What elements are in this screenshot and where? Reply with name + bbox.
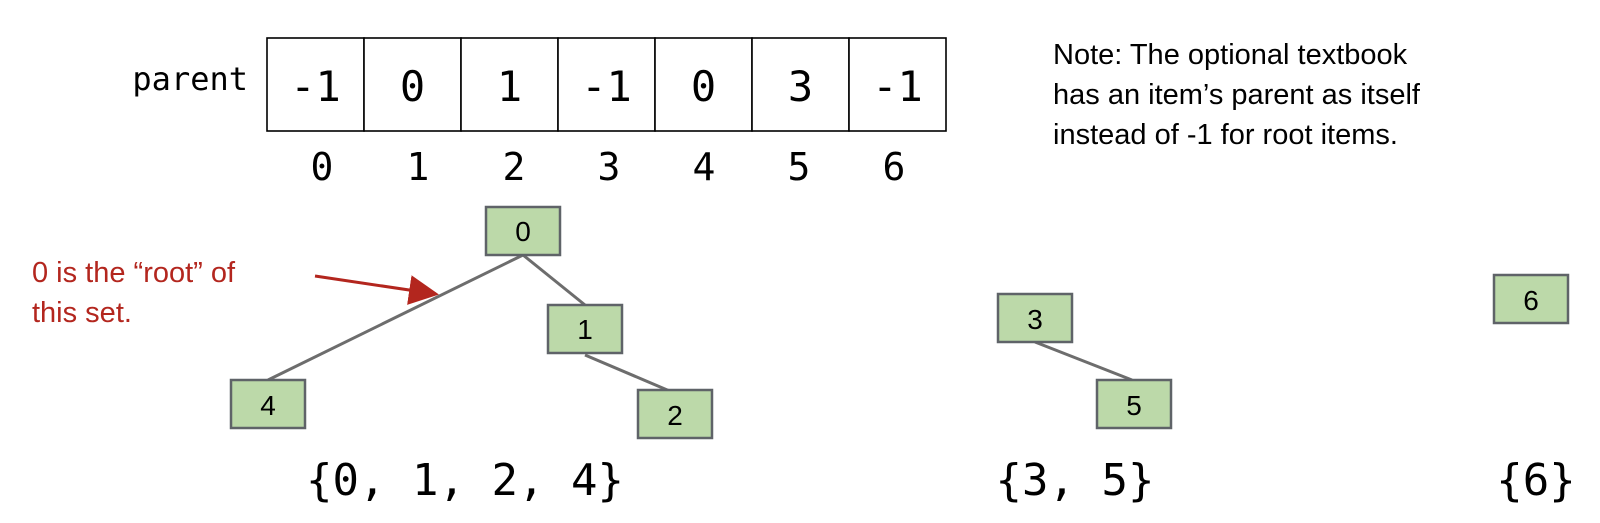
array-index-2: 2 [503, 145, 526, 189]
node-label-4: 4 [260, 390, 276, 421]
textbook-note: Note: The optional textbook has an item’… [1053, 39, 1421, 151]
array-cell-2: 1 [460, 37, 559, 132]
set-label-1: {3, 5} [996, 455, 1155, 506]
annotation-arrow [314, 274, 439, 305]
node-label-1: 1 [577, 314, 593, 345]
node-3: 3 [996, 292, 1074, 344]
tree-nodes: 0 1 2 3 4 5 6 [229, 205, 1570, 440]
set-labels: {0, 1, 2, 4} {3, 5} {6} [306, 455, 1576, 506]
set-label-0: {0, 1, 2, 4} [306, 455, 624, 506]
note-line-2: instead of -1 for root items. [1053, 119, 1398, 151]
tree-edges [267, 253, 1133, 394]
node-label-5: 5 [1126, 390, 1142, 421]
array-index-5: 5 [788, 145, 811, 189]
array-cell-0: -1 [266, 37, 365, 132]
edge-0-4 [267, 253, 524, 382]
note-line-1: has an item’s parent as itself [1053, 79, 1421, 111]
array-value-6: -1 [872, 62, 923, 111]
array-value-4: 0 [691, 62, 716, 111]
array-value-2: 1 [497, 62, 522, 111]
node-label-3: 3 [1027, 304, 1043, 335]
array-value-1: 0 [400, 62, 425, 111]
set-label-2: {6} [1496, 455, 1575, 506]
note-line-0: Note: The optional textbook [1053, 39, 1408, 71]
array-index-0: 0 [311, 145, 334, 189]
node-label-0: 0 [515, 216, 531, 247]
node-1: 1 [546, 303, 624, 355]
edge-0-1 [522, 253, 586, 307]
array-index-3: 3 [598, 145, 621, 189]
array-cell-5: 3 [751, 37, 850, 132]
array-value-0: -1 [290, 62, 341, 111]
node-2: 2 [636, 388, 714, 440]
edge-3-5 [1034, 340, 1133, 382]
array-index-4: 4 [693, 145, 716, 189]
annotation-line-1: this set. [32, 297, 132, 329]
parent-array: parent -1 0 1 -1 0 3 -1 0 1 [132, 37, 947, 189]
array-value-5: 3 [788, 62, 813, 111]
array-cell-4: 0 [654, 37, 753, 132]
node-4: 4 [229, 378, 307, 430]
node-label-6: 6 [1523, 285, 1539, 316]
node-6: 6 [1492, 273, 1570, 325]
node-0: 0 [484, 205, 562, 257]
node-label-2: 2 [667, 400, 683, 431]
annotation-line-0: 0 is the “root” of [32, 257, 236, 289]
array-label: parent [132, 60, 248, 98]
node-5: 5 [1095, 378, 1173, 430]
root-annotation: 0 is the “root” of this set. [32, 257, 439, 329]
array-value-3: -1 [581, 62, 632, 111]
array-cell-3: -1 [557, 37, 656, 132]
array-cell-6: -1 [848, 37, 947, 132]
array-index-1: 1 [407, 145, 430, 189]
array-cell-1: 0 [363, 37, 462, 132]
array-index-6: 6 [883, 145, 906, 189]
edge-1-2 [584, 353, 673, 394]
